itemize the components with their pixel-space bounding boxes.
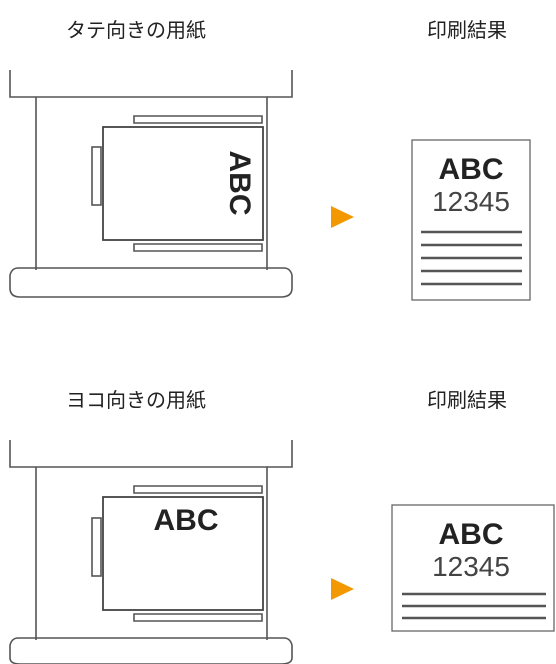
arrow-icon-1: [331, 206, 354, 228]
portrait-paper-text: ABC: [223, 151, 256, 216]
landscape-paper-label: ヨコ向きの用紙: [66, 388, 206, 412]
paper-drawer-2: [9, 440, 293, 664]
paper-drawer-1: [9, 70, 293, 298]
portrait-paper-label: タテ向きの用紙: [66, 18, 206, 42]
landscape-paper-text: ABC: [154, 504, 219, 537]
portrait-paper: [102, 126, 264, 241]
result-page-1: [411, 139, 531, 301]
result-text-abc-2: ABC: [439, 518, 504, 551]
result-text-abc-1: ABC: [439, 153, 504, 186]
print-result-label-1: 印刷結果: [427, 18, 507, 42]
arrow-icon-2: [331, 578, 354, 600]
result-text-number-2: 12345: [432, 551, 510, 582]
print-result-label-2: 印刷結果: [427, 388, 507, 412]
landscape-paper: [102, 496, 264, 611]
result-text-number-1: 12345: [432, 186, 510, 217]
result-page-2: [391, 504, 555, 632]
